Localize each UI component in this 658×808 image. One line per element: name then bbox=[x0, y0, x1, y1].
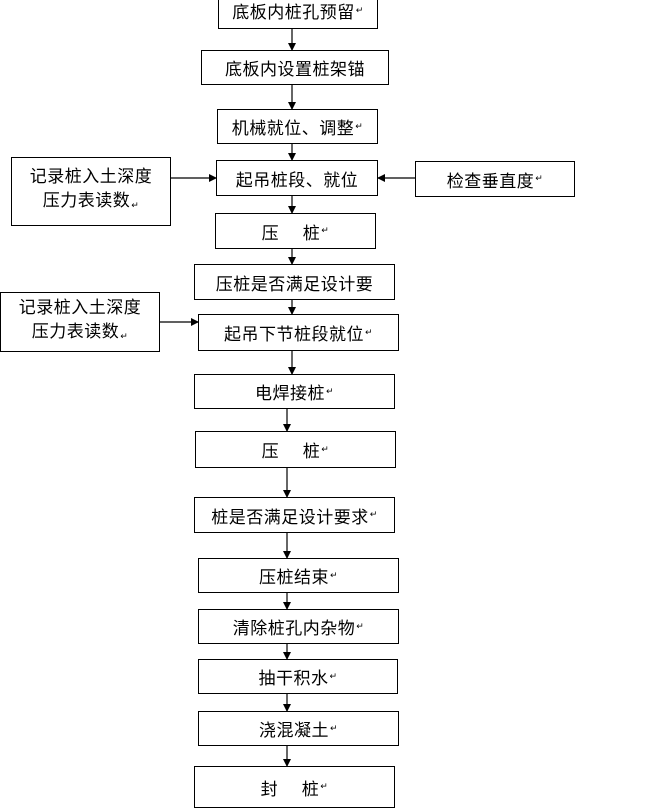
paragraph-mark: ↵ bbox=[535, 174, 544, 184]
step-label: 起吊桩段、就位 bbox=[235, 170, 359, 191]
step-label: 压 桩 bbox=[261, 223, 321, 244]
note-line: 压力表读数↵ bbox=[42, 191, 140, 211]
step-seal-pile: 封 桩↵ bbox=[194, 766, 395, 808]
step-pressing-complete: 压桩结束↵ bbox=[198, 558, 399, 593]
step-press-pile-1: 压 桩↵ bbox=[215, 213, 376, 249]
step-anchor-setup: 底板内设置桩架锚 bbox=[201, 50, 389, 85]
note-record-depth-1: 记录桩入土深度 压力表读数↵ bbox=[11, 157, 171, 226]
step-drain-water: 抽干积水↵ bbox=[198, 659, 398, 694]
paragraph-mark: ↵ bbox=[356, 621, 365, 632]
step-pour-concrete: 浇混凝土↵ bbox=[198, 711, 399, 746]
step-machine-positioning: 机械就位、调整↵ bbox=[217, 109, 378, 144]
step-label: 压桩是否满足设计要 bbox=[215, 274, 374, 295]
paragraph-mark: ↵ bbox=[131, 201, 140, 211]
step-pile-hole-reserve: 底板内桩孔预留↵ bbox=[218, 0, 378, 29]
step-label: 浇混凝土 bbox=[258, 721, 329, 741]
paragraph-mark: ↵ bbox=[325, 386, 335, 397]
note-record-depth-2: 记录桩入土深度 压力表读数↵ bbox=[0, 292, 160, 352]
paragraph-mark: ↵ bbox=[364, 327, 374, 338]
paragraph-mark: ↵ bbox=[329, 723, 339, 734]
step-press-pile-2: 压 桩↵ bbox=[195, 431, 396, 468]
step-label: 压桩结束 bbox=[258, 568, 329, 588]
note-check-verticality: 检查垂直度↵ bbox=[415, 161, 575, 197]
step-hoist-pile-segment: 起吊桩段、就位 bbox=[216, 160, 378, 196]
note-line: 记录桩入土深度 bbox=[18, 297, 142, 318]
paragraph-mark: ↵ bbox=[321, 444, 330, 455]
paragraph-mark: ↵ bbox=[320, 782, 329, 792]
note-label: 检查垂直度 bbox=[446, 171, 535, 192]
step-label: 机械就位、调整 bbox=[231, 119, 355, 139]
step-clear-debris: 清除桩孔内杂物↵ bbox=[198, 609, 399, 644]
paragraph-mark: ↵ bbox=[120, 331, 129, 342]
paragraph-mark: ↵ bbox=[355, 5, 364, 16]
step-label: 起吊下节桩段就位 bbox=[223, 325, 364, 345]
step-label: 抽干积水 bbox=[258, 669, 329, 689]
step-label: 压 桩 bbox=[261, 442, 321, 462]
step-check-design-1: 压桩是否满足设计要 bbox=[194, 264, 395, 300]
step-label: 封 桩 bbox=[260, 779, 320, 800]
step-check-design-2: 桩是否满足设计要求↵ bbox=[194, 497, 395, 533]
step-label: 电焊接桩 bbox=[254, 384, 325, 404]
step-label: 清除桩孔内杂物 bbox=[232, 619, 356, 639]
step-weld-pile: 电焊接桩↵ bbox=[194, 374, 395, 409]
step-label: 底板内桩孔预留 bbox=[232, 3, 355, 23]
note-line: 记录桩入土深度 bbox=[29, 167, 153, 187]
step-label: 底板内设置桩架锚 bbox=[225, 60, 365, 80]
step-hoist-next-segment: 起吊下节桩段就位↵ bbox=[198, 314, 399, 351]
step-label: 桩是否满足设计要求 bbox=[211, 507, 369, 528]
paragraph-mark: ↵ bbox=[321, 226, 330, 236]
paragraph-mark: ↵ bbox=[369, 510, 378, 520]
note-line: 压力表读数↵ bbox=[31, 321, 129, 342]
paragraph-mark: ↵ bbox=[329, 570, 339, 581]
paragraph-mark: ↵ bbox=[355, 121, 364, 132]
paragraph-mark: ↵ bbox=[329, 671, 338, 682]
